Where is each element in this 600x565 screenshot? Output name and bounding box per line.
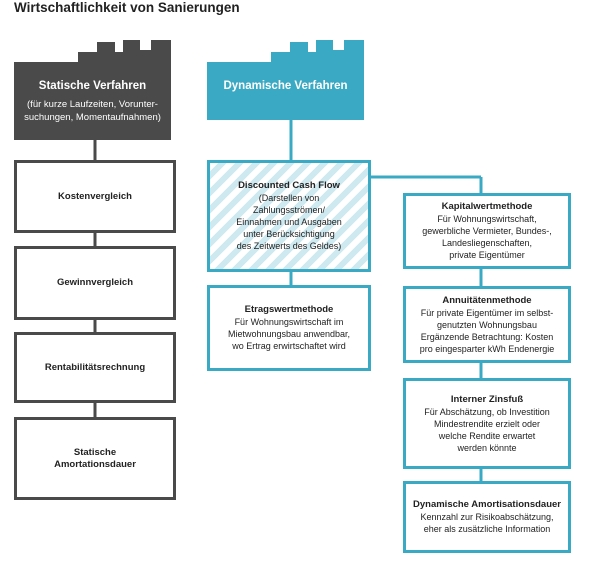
method-text-line: Für private Eigentümer im selbst- (420, 307, 554, 318)
dcf-text-line: Zahlungsströmen/ (252, 205, 326, 215)
box-title: Amortationsdauer (54, 458, 136, 470)
dynamic-header-shape (207, 40, 364, 120)
dcf-text-line: (Darstellen von (258, 193, 320, 203)
annuitaeten-box: Annuitätenmethode Für private Eigentümer… (403, 286, 571, 363)
method-text-line: Kennzahl zur Risikoabschätzung, (420, 512, 554, 522)
method-text-line: genutzten Wohnungsbau (437, 319, 537, 330)
method-text-line: Landesliegenschaften, (441, 238, 533, 248)
ertragswert-text-line: Für Wohnungswirtschaft im (234, 317, 344, 327)
diagram-title: Wirtschaftlichkeit von Sanierungen (14, 0, 240, 15)
dynamische-amortisation-box: Dynamische Amortisationsdauer Kennzahl z… (403, 481, 571, 553)
box-title: Statische (73, 446, 117, 458)
kapitalwert-box: Kapitalwertmethode Für Wohnungswirtschaf… (403, 193, 571, 269)
dynamic-header: Dynamische Verfahren (207, 80, 364, 92)
method-title: Dynamische Amortisationsdauer (413, 499, 561, 510)
static-box-gewinnvergleich: Gewinnvergleich (14, 246, 176, 320)
box-title: Rentabilitätsrechnung (44, 361, 146, 373)
static-header-subtitle: (für kurze Laufzeiten, Vorunter- suchung… (14, 98, 171, 124)
dcf-text-line: Einnahmen und Ausgaben (236, 217, 342, 227)
static-box-rentabilitaet: Rentabilitätsrechnung (14, 332, 176, 403)
ertragswert-title: Etragswertmethode (244, 304, 334, 315)
method-text-line: Für Wohnungswirtschaft, (437, 214, 537, 224)
method-text-line: Mindestrendite erzielt oder (433, 418, 541, 429)
method-text-line: pro eingesparter kWh Endenergie (419, 343, 555, 354)
dynamic-header-title: Dynamische Verfahren (223, 80, 348, 92)
method-title: Interner Zinsfuß (450, 393, 524, 405)
method-title: Kapitalwertmethode (441, 201, 533, 212)
ertragswert-text-line: Mietwohnungsbau anwendbar, (227, 329, 351, 339)
method-text-line: gewerbliche Vermieter, Bundes-, (422, 226, 552, 236)
box-title: Kostenvergleich (58, 190, 132, 202)
ertragswert-text-line: wo Ertrag erwirtschaftet wird (232, 341, 346, 351)
dcf-box: Discounted Cash Flow (Darstellen von Zah… (207, 160, 371, 272)
dcf-text-line: des Zeitwerts des Geldes) (236, 241, 342, 251)
method-text-line: eher als zusätzliche Information (423, 524, 551, 534)
static-header-subtitle-line: (für kurze Laufzeiten, Vorunter- (27, 99, 158, 110)
method-text-line: private Eigentümer (449, 250, 525, 260)
ertragswert-box: Etragswertmethode Für Wohnungswirtschaft… (207, 285, 371, 371)
dcf-text-line: unter Berücksichtigung (243, 229, 335, 239)
dcf-title: Discounted Cash Flow (238, 180, 340, 191)
static-box-kostenvergleich: Kostenvergleich (14, 160, 176, 233)
method-title: Annuitätenmethode (442, 294, 532, 306)
box-title: Gewinnvergleich (56, 277, 134, 288)
method-text-line: Für Abschätzung, ob Investition (424, 406, 550, 417)
method-text-line: welche Rendite erwartet (438, 430, 536, 441)
interner-zinsfuss-box: Interner Zinsfuß Für Abschätzung, ob Inv… (403, 378, 571, 469)
static-header: Statische Verfahren (für kurze Laufzeite… (14, 80, 171, 124)
static-box-amortisation: Statische Amortationsdauer (14, 417, 176, 500)
static-header-subtitle-line: suchungen, Momentaufnahmen) (24, 112, 161, 123)
static-header-title: Statische Verfahren (38, 80, 147, 92)
method-text-line: Ergänzende Betrachtung: Kosten (420, 331, 554, 342)
method-text-line: werden könnte (457, 442, 517, 453)
static-header-shape (14, 40, 171, 140)
